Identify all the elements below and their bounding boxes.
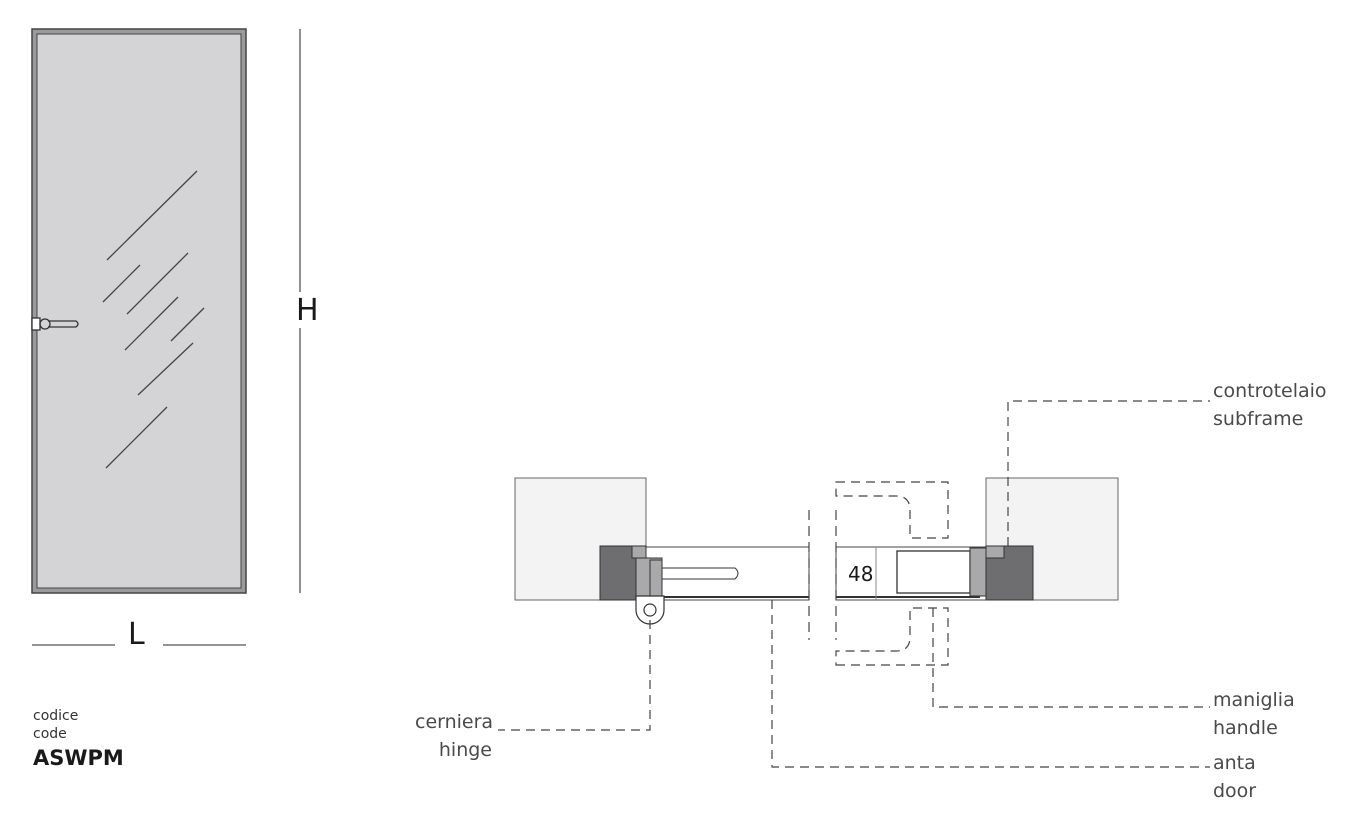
leader-subframe bbox=[1007, 400, 1210, 546]
door-handle-icon bbox=[31, 317, 79, 331]
callout-handle-en: handle bbox=[1213, 717, 1278, 739]
product-code-block: codice code ASWPM bbox=[33, 707, 124, 773]
callout-door-it: anta bbox=[1213, 752, 1256, 774]
code-label-en: code bbox=[33, 726, 67, 742]
leader-hinge bbox=[498, 620, 651, 731]
leader-handle bbox=[932, 608, 1210, 708]
callout-handle-it: maniglia bbox=[1213, 689, 1295, 711]
height-label: H bbox=[296, 293, 319, 328]
callout-handle: maniglia handle bbox=[1213, 686, 1295, 742]
callout-subframe-it: controtelaio bbox=[1213, 380, 1327, 402]
code-label-it: codice bbox=[33, 708, 79, 724]
callout-hinge: cerniera hinge bbox=[415, 708, 494, 764]
leader-door bbox=[771, 600, 1210, 768]
callout-leaders bbox=[498, 400, 1210, 768]
door-glass-panel bbox=[36, 33, 242, 589]
handle-body bbox=[896, 550, 971, 594]
callout-hinge-en: hinge bbox=[438, 739, 492, 761]
hinge-block bbox=[635, 557, 663, 597]
plan-section bbox=[514, 477, 1119, 666]
glass-reflection-lines bbox=[102, 170, 205, 469]
callout-hinge-it: cerniera bbox=[415, 711, 494, 733]
callout-subframe: controtelaio subframe bbox=[1213, 377, 1327, 433]
callout-door-en: door bbox=[1213, 780, 1257, 802]
handle-outline bbox=[835, 481, 949, 666]
code-value: ASWPM bbox=[33, 746, 124, 770]
callout-door: anta door bbox=[1213, 749, 1256, 805]
door-elevation bbox=[31, 28, 247, 594]
width-label: L bbox=[128, 617, 145, 652]
section-dimension-value: 48 bbox=[848, 562, 874, 586]
hinge-slot bbox=[662, 567, 739, 580]
callout-subframe-en: subframe bbox=[1213, 408, 1304, 430]
